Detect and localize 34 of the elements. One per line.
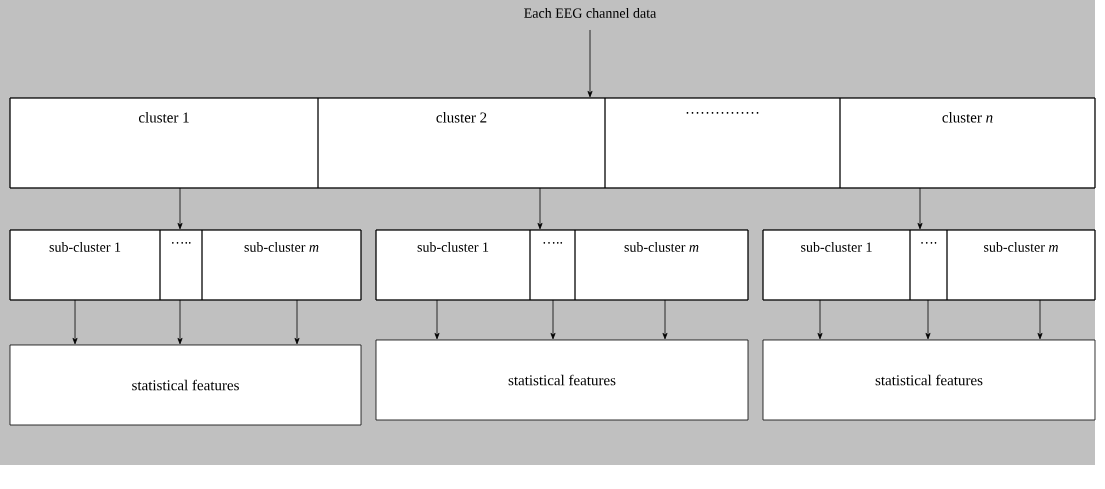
arrow (817, 299, 823, 340)
feature-box: statistical features (9, 344, 362, 426)
arrow (925, 299, 931, 340)
arrow (177, 187, 183, 230)
feature-box: statistical features (375, 339, 749, 421)
arrow (587, 29, 593, 98)
arrow (662, 299, 668, 340)
sub-cluster-cell: sub-cluster 1 (375, 229, 531, 301)
arrow (294, 299, 300, 345)
sub-cluster-cell: ….. (529, 229, 576, 301)
arrow (917, 187, 923, 230)
cluster-row-box (762, 229, 1096, 301)
arrow (434, 299, 440, 340)
sub-cluster-cell: sub-cluster m (574, 229, 749, 301)
sub-cluster-cell: ….. (159, 229, 203, 301)
cluster-cell: …………… (604, 97, 841, 189)
sub-cluster-cell: sub-cluster 1 (9, 229, 161, 301)
feature-box: statistical features (762, 339, 1096, 421)
arrow (72, 299, 78, 345)
arrow (537, 187, 543, 230)
sub-cluster-cell: sub-cluster m (946, 229, 1096, 301)
cluster-cell: cluster 2 (317, 97, 606, 189)
cluster-row-box (9, 229, 362, 301)
sub-cluster-cell: sub-cluster 1 (762, 229, 911, 301)
cluster-row-box (375, 229, 749, 301)
cluster-cell: cluster 1 (9, 97, 319, 189)
sub-cluster-cell: sub-cluster m (201, 229, 362, 301)
cluster-row-box (9, 97, 1096, 189)
heading-text: Each EEG channel data (524, 8, 657, 18)
arrow (1037, 299, 1043, 340)
arrow (550, 299, 556, 340)
arrow (177, 299, 183, 345)
sub-cluster-cell: …. (909, 229, 948, 301)
cluster-cell: cluster n (839, 97, 1096, 189)
